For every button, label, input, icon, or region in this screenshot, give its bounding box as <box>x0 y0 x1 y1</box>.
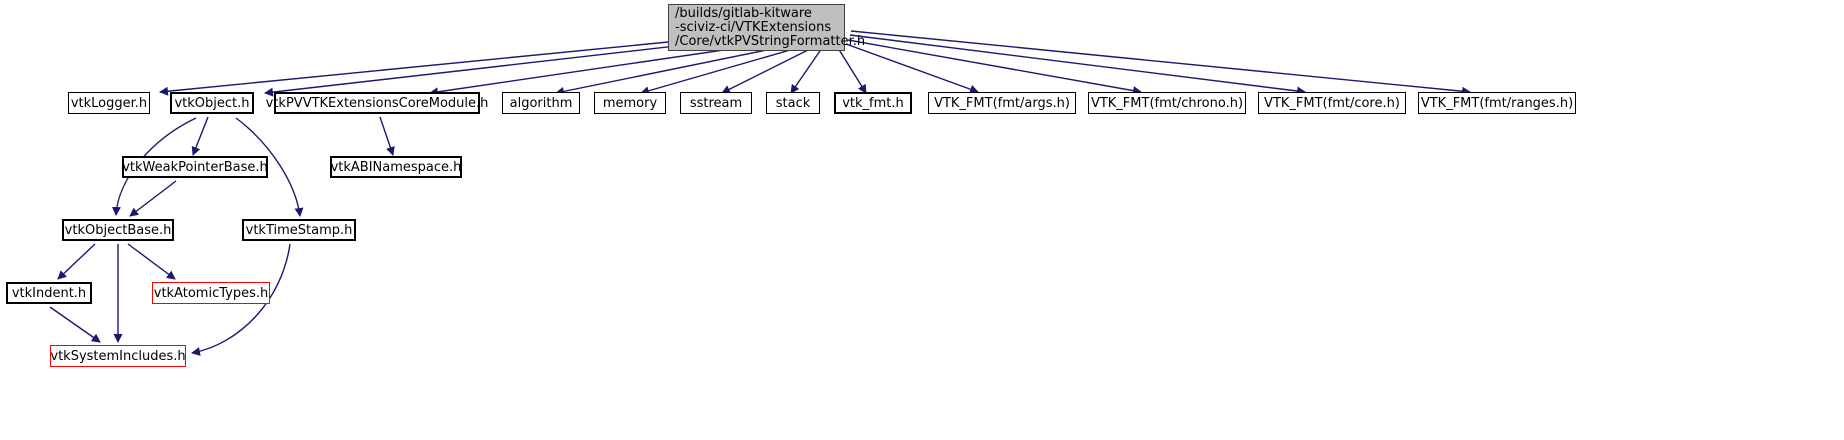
edge-group <box>49 29 1471 356</box>
node-vtkPVVTKExtensionsCoreModule[interactable]: vtkPVVTKExtensionsCoreModule.h <box>266 92 488 114</box>
node-vtkObject[interactable]: vtkObject.h <box>170 92 254 114</box>
node-VTK_FMT-fmt-chrono[interactable]: VTK_FMT(fmt/chrono.h) <box>1088 92 1246 114</box>
node-VTK_FMT-fmt-args[interactable]: VTK_FMT(fmt/args.h) <box>928 92 1076 114</box>
node-vtkLogger[interactable]: vtkLogger.h <box>68 92 150 114</box>
node-root-line-1: /builds/gitlab-kitware <box>675 5 812 21</box>
node-root-line-2: -sciviz-ci/VTKExtensions <box>675 19 832 35</box>
node-vtkObjectBase[interactable]: vtkObjectBase.h <box>62 219 174 241</box>
node-vtk_fmt[interactable]: vtk_fmt.h <box>834 92 912 114</box>
node-vtkTimeStamp[interactable]: vtkTimeStamp.h <box>242 219 356 241</box>
node-vtkABINamespace[interactable]: vtkABINamespace.h <box>330 156 462 178</box>
node-root[interactable]: /builds/gitlab-kitware -sciviz-ci/VTKExt… <box>668 4 865 51</box>
node-vtkWeakPointerBase[interactable]: vtkWeakPointerBase.h <box>122 156 268 178</box>
node-vtkAtomicTypes[interactable]: vtkAtomicTypes.h <box>152 282 270 304</box>
node-vtkSystemIncludes[interactable]: vtkSystemIncludes.h <box>50 345 186 367</box>
node-VTK_FMT-fmt-ranges[interactable]: VTK_FMT(fmt/ranges.h) <box>1418 92 1576 114</box>
node-stack[interactable]: stack <box>766 92 820 114</box>
node-algorithm[interactable]: algorithm <box>502 92 580 114</box>
node-vtkIndent[interactable]: vtkIndent.h <box>6 282 92 304</box>
node-sstream[interactable]: sstream <box>680 92 752 114</box>
node-VTK_FMT-fmt-core[interactable]: VTK_FMT(fmt/core.h) <box>1258 92 1406 114</box>
node-memory[interactable]: memory <box>594 92 666 114</box>
node-root-line-3: /Core/vtkPVStringFormatter.h <box>675 33 866 49</box>
